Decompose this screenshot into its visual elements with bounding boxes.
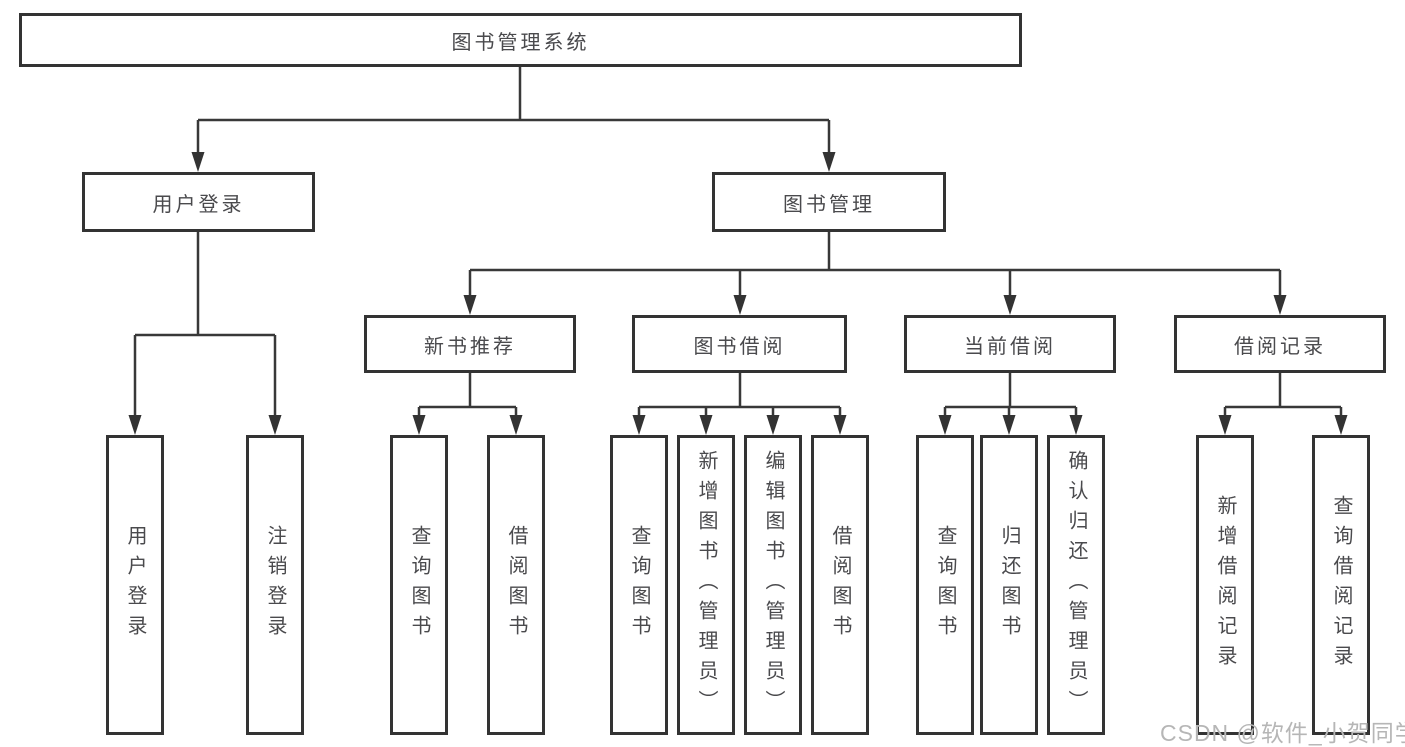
leaf-label: 借阅图书 — [505, 525, 527, 645]
leaf-query-books-borrowing: 查询图书 — [610, 435, 668, 735]
node-user-login-module: 用户登录 — [82, 172, 315, 232]
leaf-edit-books-admin: 编辑图书（管理员） — [744, 435, 802, 735]
node-book-management-module: 图书管理 — [712, 172, 946, 232]
leaf-borrow-books-newbook: 借阅图书 — [487, 435, 545, 735]
leaf-label: 编辑图书（管理员） — [762, 450, 784, 720]
leaf-label: 查询图书 — [934, 525, 956, 645]
leaf-query-borrow-record: 查询借阅记录 — [1312, 435, 1370, 735]
leaf-query-books-current: 查询图书 — [916, 435, 974, 735]
node-label: 图书管理 — [783, 193, 875, 216]
node-borrowing-records: 借阅记录 — [1174, 315, 1386, 373]
leaf-label: 新增图书（管理员） — [695, 450, 717, 720]
node-library-system-root: 图书管理系统 — [19, 13, 1022, 67]
leaf-query-books-newbook: 查询图书 — [390, 435, 448, 735]
node-new-book-recommendation: 新书推荐 — [364, 315, 576, 373]
leaf-confirm-return-admin: 确认归还（管理员） — [1047, 435, 1105, 735]
leaf-label: 查询图书 — [408, 525, 430, 645]
node-label: 借阅记录 — [1234, 335, 1326, 358]
leaf-add-books-admin: 新增图书（管理员） — [677, 435, 735, 735]
csdn-watermark: CSDN @软件_小贺同学 — [1160, 720, 1405, 746]
leaf-label: 借阅图书 — [829, 525, 851, 645]
leaf-add-borrow-record: 新增借阅记录 — [1196, 435, 1254, 735]
leaf-label: 确认归还（管理员） — [1065, 450, 1087, 720]
leaf-borrow-books-borrowing: 借阅图书 — [811, 435, 869, 735]
node-book-borrowing: 图书借阅 — [632, 315, 847, 373]
node-label: 图书借阅 — [693, 335, 786, 358]
leaf-label: 用户登录 — [124, 525, 146, 645]
leaf-label: 查询借阅记录 — [1330, 495, 1352, 675]
node-label: 当前借阅 — [964, 335, 1056, 358]
leaf-label: 归还图书 — [998, 525, 1020, 645]
node-label: 图书管理系统 — [451, 31, 590, 54]
leaf-user-login: 用户登录 — [106, 435, 164, 735]
leaf-return-books: 归还图书 — [980, 435, 1038, 735]
node-label: 新书推荐 — [424, 335, 516, 358]
leaf-label: 查询图书 — [628, 525, 650, 645]
leaf-label: 注销登录 — [264, 525, 286, 645]
node-current-borrowing: 当前借阅 — [904, 315, 1116, 373]
leaf-label: 新增借阅记录 — [1214, 495, 1236, 675]
leaf-logout: 注销登录 — [246, 435, 304, 735]
node-label: 用户登录 — [152, 193, 245, 216]
